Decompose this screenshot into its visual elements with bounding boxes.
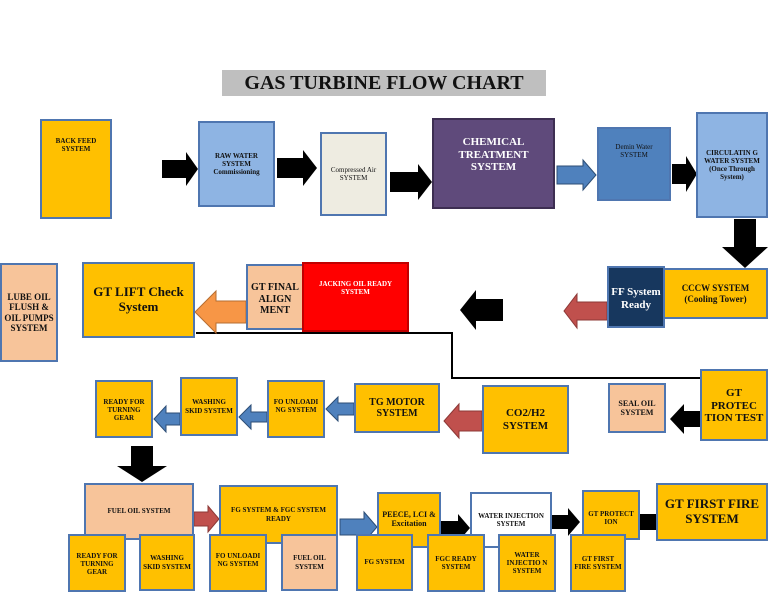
- fo-unloading-system-label: FO UNLOADI NG SYSTEM: [273, 398, 319, 415]
- compressed-air-system-label: Compressed Air SYSTEM: [330, 165, 377, 182]
- fuel-oil-system-label: FUEL OIL SYSTEM: [107, 507, 171, 516]
- fg-system-bottom-label: FG SYSTEM: [364, 558, 405, 567]
- arrow-left: [460, 290, 503, 330]
- gt-first-fire-system-label: GT FIRST FIRE SYSTEM: [664, 496, 760, 526]
- peece-lci-excitation-label: PEECE, LCI & Excitation: [382, 510, 436, 529]
- fgc-ready-bottom-label: FGC READY SYSTEM: [435, 554, 477, 571]
- gt-final-alignment-box: GT FINAL ALIGN MENT: [246, 264, 304, 330]
- fo-unloading-bottom-label: FO UNLOADI NG SYSTEM: [215, 552, 261, 569]
- water-injection-bottom-label: WATER INJECTIO N SYSTEM: [506, 550, 548, 576]
- demin-water-system-label: Demin Water SYSTEM: [615, 143, 653, 160]
- back-feed-system-label: BACK FEED SYSTEM: [55, 137, 97, 154]
- back-feed-system-box: BACK FEED SYSTEM: [40, 119, 112, 219]
- ff-system-ready-label: FF System Ready: [611, 286, 661, 311]
- fo-unloading-bottom-box: FO UNLOADI NG SYSTEM: [209, 534, 267, 592]
- compressed-air-system-box: Compressed Air SYSTEM: [320, 132, 387, 216]
- washing-skid-bottom-box: WASHING SKID SYSTEM: [139, 534, 195, 591]
- washing-skid-system-box: WASHING SKID SYSTEM: [180, 377, 238, 436]
- fuel-oil-system-box: FUEL OIL SYSTEM: [84, 483, 194, 540]
- tg-motor-system-label: TG MOTOR SYSTEM: [369, 396, 425, 420]
- gt-protection-test-box: GT PROTEC TION TEST: [700, 369, 768, 441]
- gt-protection-label: GT PROTECT ION: [588, 510, 634, 527]
- arrow-left-orange: [194, 289, 247, 335]
- co2-h2-system-box: CO2/H2 SYSTEM: [482, 385, 569, 454]
- chemical-treatment-system-box: CHEMICAL TREATMENT SYSTEM: [432, 118, 555, 209]
- tg-motor-system-box: TG MOTOR SYSTEM: [354, 383, 440, 433]
- raw-water-system-label: RAW WATER SYSTEM Commissioning: [213, 151, 260, 177]
- cccw-system-box: CCCW SYSTEM (Cooling Tower): [663, 268, 768, 319]
- fo-unloading-system-box: FO UNLOADI NG SYSTEM: [267, 380, 325, 438]
- gt-lift-check-system-label: GT LIFT Check System: [93, 284, 184, 314]
- gt-lift-check-system-box: GT LIFT Check System: [82, 262, 195, 338]
- arrow-left-red: [443, 402, 483, 440]
- lube-oil-flush-system-box: LUBE OIL FLUSH & OIL PUMPS SYSTEM: [0, 263, 58, 362]
- lube-oil-flush-system-label: LUBE OIL FLUSH & OIL PUMPS SYSTEM: [4, 291, 54, 333]
- jacking-oil-ready-system-box: JACKING OIL READY SYSTEM: [302, 262, 409, 332]
- gt-first-fire-bottom-label: GT FIRST FIRE SYSTEM: [574, 554, 622, 571]
- water-injection-bottom-box: WATER INJECTIO N SYSTEM: [498, 534, 556, 592]
- arrow-left-blue: [153, 404, 181, 434]
- fg-system-bottom-box: FG SYSTEM: [356, 534, 413, 591]
- fgc-ready-bottom-box: FGC READY SYSTEM: [427, 534, 485, 592]
- gt-protection-box: GT PROTECT ION: [582, 490, 640, 540]
- ready-turning-gear-bottom-box: READY FOR TURNING GEAR: [68, 534, 126, 592]
- washing-skid-bottom-label: WASHING SKID SYSTEM: [143, 554, 191, 571]
- raw-water-system-box: RAW WATER SYSTEM Commissioning: [198, 121, 275, 207]
- water-injection-system-label: WATER INJECTION SYSTEM: [478, 512, 544, 529]
- arrow-left-blue: [325, 395, 355, 423]
- seal-oil-system-box: SEAL OIL SYSTEM: [608, 383, 666, 433]
- arrow-right: [277, 150, 317, 186]
- gt-first-fire-system-box: GT FIRST FIRE SYSTEM: [656, 483, 768, 541]
- arrow-right-blue: [556, 158, 597, 192]
- fg-fgc-system-ready-label: FG SYSTEM & FGC SYSTEM READY: [231, 506, 326, 523]
- arrow-right: [162, 152, 198, 186]
- arrow-left-red: [563, 292, 608, 330]
- arrow-right-red: [193, 504, 220, 534]
- gt-final-alignment-label: GT FINAL ALIGN MENT: [251, 282, 299, 316]
- ff-system-ready-box: FF System Ready: [607, 266, 665, 328]
- arrow-down: [722, 219, 768, 268]
- arrow-left: [670, 404, 700, 434]
- circulating-water-system-box: CIRCULATIN G WATER SYSTEM (Once Through …: [696, 112, 768, 218]
- gt-protection-test-label: GT PROTEC TION TEST: [704, 387, 764, 425]
- fuel-oil-bottom-label: FUEL OIL SYSTEM: [293, 554, 326, 571]
- demin-water-system-box: Demin Water SYSTEM: [597, 127, 671, 201]
- jacking-oil-ready-system-label: JACKING OIL READY SYSTEM: [318, 280, 393, 297]
- washing-skid-system-label: WASHING SKID SYSTEM: [185, 398, 233, 415]
- chart-title: GAS TURBINE FLOW CHART: [222, 70, 546, 96]
- ready-turning-gear-bottom-label: READY FOR TURNING GEAR: [76, 552, 118, 577]
- gt-first-fire-bottom-box: GT FIRST FIRE SYSTEM: [570, 534, 626, 592]
- co2-h2-system-label: CO2/H2 SYSTEM: [502, 406, 549, 432]
- arrow-down: [117, 446, 167, 482]
- arrow-right: [640, 514, 656, 530]
- ready-turning-gear-box: READY FOR TURNING GEAR: [95, 380, 153, 438]
- chemical-treatment-system-label: CHEMICAL TREATMENT SYSTEM: [458, 136, 529, 174]
- ready-turning-gear-label: READY FOR TURNING GEAR: [103, 398, 145, 423]
- arrow-left-blue: [238, 403, 268, 431]
- arrow-right: [552, 508, 580, 536]
- circulating-water-system-label: CIRCULATIN G WATER SYSTEM (Once Through …: [704, 148, 760, 182]
- arrow-right: [672, 156, 697, 192]
- seal-oil-system-label: SEAL OIL SYSTEM: [618, 398, 656, 417]
- fuel-oil-bottom-box: FUEL OIL SYSTEM: [281, 534, 338, 591]
- connector-line: [196, 332, 705, 379]
- cccw-system-label: CCCW SYSTEM (Cooling Tower): [681, 283, 750, 304]
- arrow-right: [390, 164, 432, 200]
